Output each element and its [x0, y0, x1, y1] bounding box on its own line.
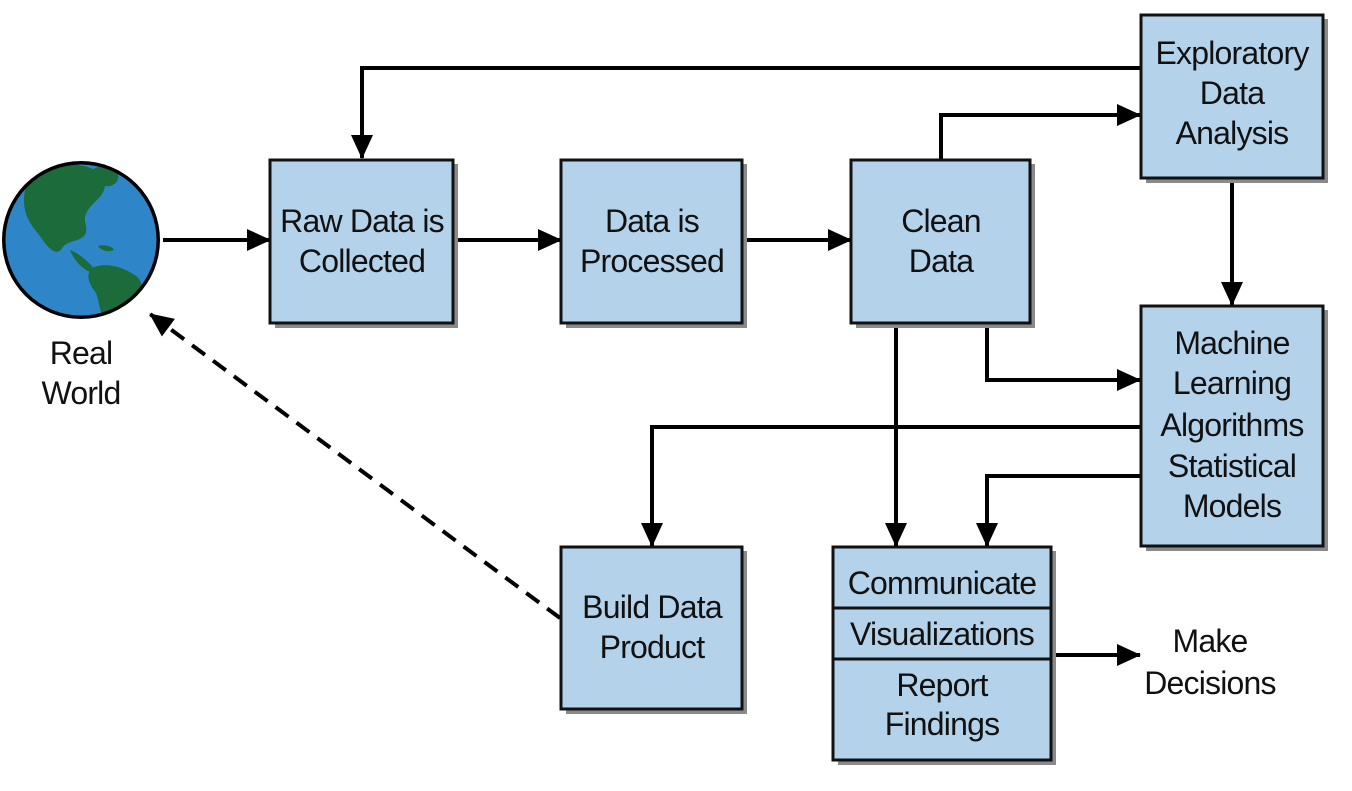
- globe-greenland: [91, 166, 119, 187]
- ml-line5: Models: [1183, 488, 1281, 524]
- eda-line2: Data: [1200, 75, 1265, 111]
- arrow-clean-to-eda: [939, 104, 1141, 160]
- raw-data-collected-line1: Raw Data is: [280, 203, 444, 239]
- build-data-product-line2: Product: [600, 629, 706, 665]
- data-processed-box: Data is Processed: [559, 158, 747, 328]
- dashed-arrow-build-to-world: [148, 312, 562, 620]
- build-data-product-box: Build Data Product: [559, 545, 747, 714]
- make-decisions-line1: Make: [1172, 623, 1247, 659]
- real-world-label-line2: World: [42, 375, 121, 411]
- report-findings-line1: Report: [896, 667, 988, 703]
- clean-data-line1: Clean: [901, 203, 981, 239]
- communicate-box: Communicate Visualizations Report Findin…: [831, 545, 1056, 765]
- ml-line1: Machine: [1174, 325, 1289, 361]
- visualizations-label: Visualizations: [850, 616, 1034, 652]
- arrow-ml-to-build: [641, 425, 1140, 547]
- communicate-label: Communicate: [848, 565, 1037, 601]
- connectors: [148, 66, 1243, 666]
- machine-learning-box: Machine Learning Algorithms Statistical …: [1139, 304, 1328, 551]
- eda-line1: Exploratory: [1155, 35, 1309, 71]
- globe-north-america: [23, 164, 106, 252]
- arrow-clean-to-ml: [985, 323, 1141, 391]
- data-processed-line2: Processed: [580, 243, 724, 279]
- raw-data-collected-box: Raw Data is Collected: [268, 158, 458, 328]
- ml-line4: Statistical: [1168, 448, 1296, 484]
- eda-line3: Analysis: [1176, 115, 1289, 151]
- report-findings-line2: Findings: [885, 706, 1000, 742]
- arrow-eda-to-raw: [351, 66, 1140, 159]
- make-decisions-line2: Decisions: [1144, 665, 1276, 701]
- arrow-ml-to-communicate: [976, 474, 1140, 547]
- globe-icon: [2, 161, 160, 319]
- build-data-product-line1: Build Data: [582, 589, 723, 625]
- globe-central-america: [70, 250, 93, 272]
- raw-data-collected-line2: Collected: [299, 243, 425, 279]
- clean-data-line2: Data: [909, 243, 974, 279]
- real-world-label-line1: Real: [50, 335, 113, 371]
- ml-line3: Algorithms: [1160, 407, 1303, 443]
- ml-line2: Learning: [1173, 365, 1291, 401]
- exploratory-data-analysis-box: Exploratory Data Analysis: [1139, 13, 1328, 183]
- clean-data-box: Clean Data: [849, 158, 1035, 328]
- globe-caribbean: [98, 245, 114, 252]
- data-processed-line1: Data is: [605, 203, 699, 239]
